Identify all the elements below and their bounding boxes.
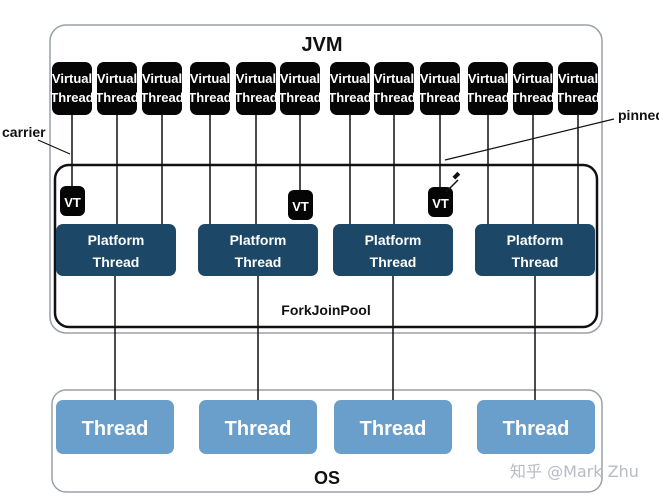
virtual-thread-label-1: Virtual bbox=[190, 71, 230, 86]
os-thread-label: Thread bbox=[82, 418, 149, 440]
virtual-thread: Virtual Thread bbox=[188, 62, 232, 115]
virtual-thread-label-2: Thread bbox=[234, 90, 277, 105]
virtual-thread: Virtual Thread bbox=[234, 62, 278, 115]
virtual-thread-label-2: Thread bbox=[372, 90, 415, 105]
vt-badge-label: VT bbox=[292, 199, 309, 214]
vt-badge: VT bbox=[60, 186, 85, 216]
platform-thread: Platform Thread bbox=[333, 224, 453, 276]
virtual-thread-label-1: Virtual bbox=[236, 71, 276, 86]
virtual-thread-label-1: Virtual bbox=[513, 71, 553, 86]
platform-thread: Platform Thread bbox=[475, 224, 595, 276]
virtual-thread: Virtual Thread bbox=[328, 62, 372, 115]
vt-badge-label: VT bbox=[64, 195, 81, 210]
forkjoinpool-label: ForkJoinPool bbox=[281, 302, 370, 318]
os-container bbox=[51, 389, 603, 493]
virtual-thread: Virtual Thread bbox=[50, 62, 94, 115]
os-thread-label: Thread bbox=[360, 418, 427, 440]
platform-thread-label-1: Platform bbox=[507, 232, 564, 248]
virtual-thread-label-2: Thread bbox=[418, 90, 461, 105]
jvm-title: JVM bbox=[301, 34, 342, 56]
virtual-thread-label-1: Virtual bbox=[280, 71, 320, 86]
pinned-label: pinned bbox=[618, 107, 659, 123]
virtual-thread: Virtual Thread bbox=[466, 62, 510, 115]
platform-thread-label-1: Platform bbox=[365, 232, 422, 248]
virtual-thread-label-2: Thread bbox=[140, 90, 183, 105]
platform-thread-label-1: Platform bbox=[88, 232, 145, 248]
virtual-thread: Virtual Thread bbox=[418, 62, 462, 115]
virtual-thread: Virtual Thread bbox=[140, 62, 184, 115]
vt-badge-label: VT bbox=[432, 196, 449, 211]
platform-thread: Platform Thread bbox=[198, 224, 318, 276]
virtual-thread-label-2: Thread bbox=[466, 90, 509, 105]
forkjoinpool-container bbox=[53, 163, 599, 329]
os-thread: Thread bbox=[56, 400, 174, 454]
virtual-thread-label-2: Thread bbox=[50, 90, 93, 105]
virtual-thread-label-2: Thread bbox=[278, 90, 321, 105]
platform-thread-label-2: Thread bbox=[512, 254, 559, 270]
pin-icon bbox=[445, 171, 461, 193]
platform-thread-label-2: Thread bbox=[235, 254, 282, 270]
virtual-thread: Virtual Thread bbox=[95, 62, 139, 115]
virtual-thread-label-2: Thread bbox=[511, 90, 554, 105]
vt-badge-pinned: VT bbox=[428, 187, 453, 217]
virtual-thread-label-1: Virtual bbox=[330, 71, 370, 86]
vt-badge: VT bbox=[288, 190, 313, 220]
virtual-thread-label-1: Virtual bbox=[52, 71, 92, 86]
virtual-thread-label-2: Thread bbox=[556, 90, 599, 105]
os-thread: Thread bbox=[334, 400, 452, 454]
virtual-thread-label-1: Virtual bbox=[97, 71, 137, 86]
watermark: 知乎 @Mark Zhu bbox=[510, 462, 639, 481]
os-thread: Thread bbox=[199, 400, 317, 454]
os-thread: Thread bbox=[477, 400, 595, 454]
os-thread-label: Thread bbox=[503, 418, 570, 440]
connector-lines bbox=[71, 115, 579, 400]
virtual-thread-label-2: Thread bbox=[188, 90, 231, 105]
virtual-thread: Virtual Thread bbox=[511, 62, 555, 115]
platform-thread-label-2: Thread bbox=[370, 254, 417, 270]
platform-thread-label-1: Platform bbox=[230, 232, 287, 248]
virtual-thread: Virtual Thread bbox=[278, 62, 322, 115]
os-label: OS bbox=[314, 468, 340, 488]
carrier-label: carrier bbox=[2, 124, 46, 140]
pinned-pointer bbox=[444, 118, 615, 161]
virtual-thread-label-2: Thread bbox=[95, 90, 138, 105]
virtual-thread: Virtual Thread bbox=[372, 62, 416, 115]
virtual-thread-row: Virtual Thread Virtual Thread Virtual Th… bbox=[50, 62, 600, 115]
platform-thread: Platform Thread bbox=[56, 224, 176, 276]
virtual-thread-label-1: Virtual bbox=[468, 71, 508, 86]
virtual-thread-label-1: Virtual bbox=[142, 71, 182, 86]
virtual-thread-label-1: Virtual bbox=[420, 71, 460, 86]
virtual-thread-label-1: Virtual bbox=[558, 71, 598, 86]
os-thread-label: Thread bbox=[225, 418, 292, 440]
virtual-thread-label-1: Virtual bbox=[374, 71, 414, 86]
virtual-thread-label-2: Thread bbox=[328, 90, 371, 105]
jvm-container bbox=[49, 24, 603, 334]
carrier-pointer bbox=[37, 139, 71, 155]
platform-thread-label-2: Thread bbox=[93, 254, 140, 270]
virtual-thread: Virtual Thread bbox=[556, 62, 600, 115]
